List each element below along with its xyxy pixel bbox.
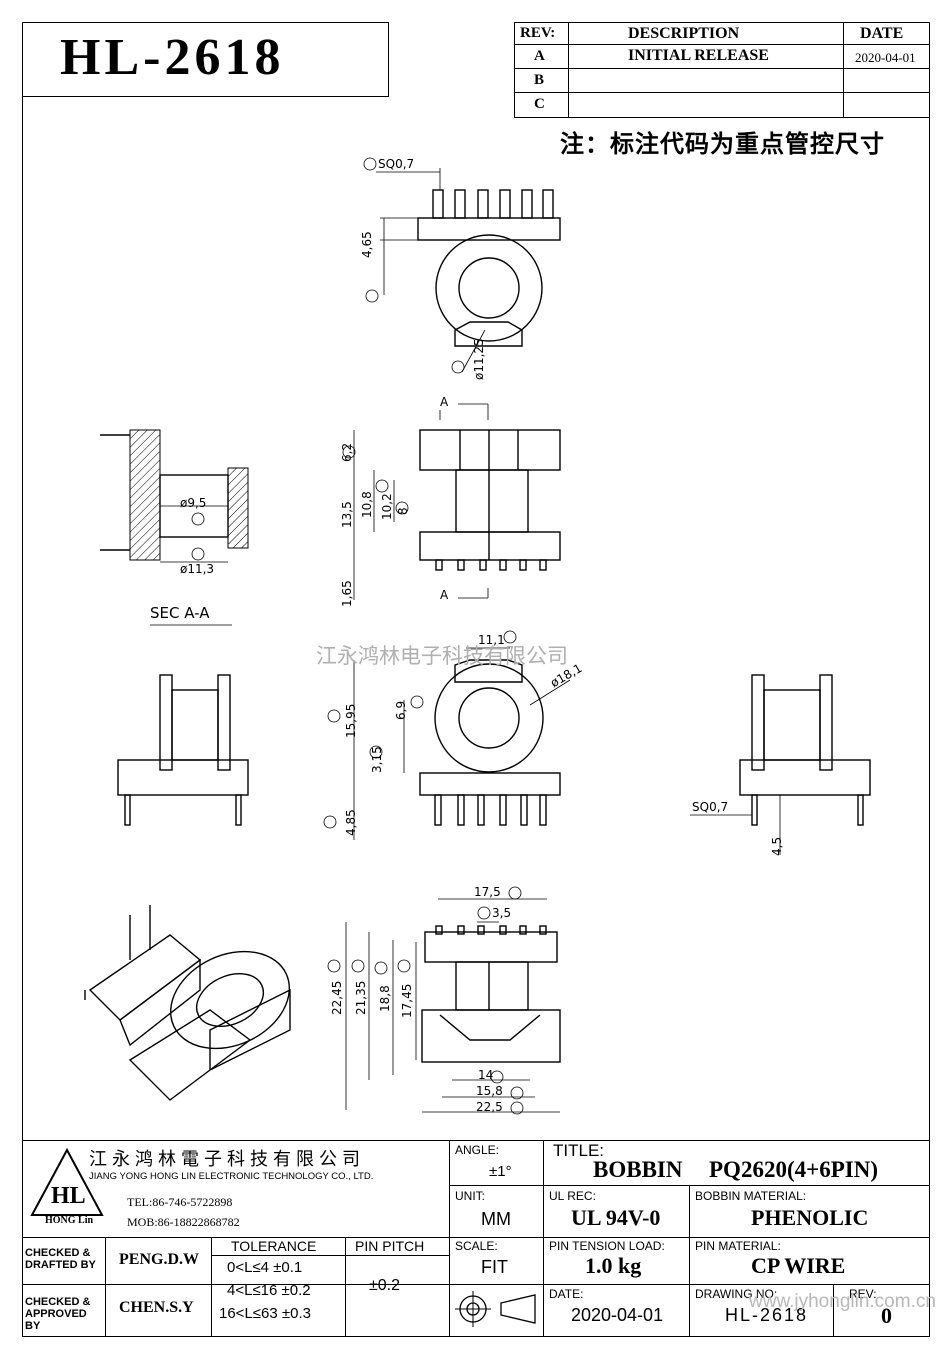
dim-q: 18,8 [378, 985, 392, 1012]
revision-table: REV: DESCRIPTION DATE A INITIAL RELEASE … [514, 22, 930, 118]
dim-l: 6,9 [394, 700, 408, 720]
control-dimension-note: 注：标注代码为重点管控尺寸 [560, 131, 885, 158]
title-block: HL HONG Lin 江永鸿林電子科技有限公司 JIANG YONG HONG… [22, 1140, 936, 1337]
dim-f: 6,2 [340, 442, 354, 462]
dim-m: 11,1 [478, 633, 505, 647]
scale-value: FIT [481, 1257, 508, 1277]
dim-f2: 13,5 [340, 501, 354, 528]
scale-label: SCALE: [455, 1239, 498, 1253]
section-mark-top: A [440, 395, 449, 409]
dim-g: 10,2 [380, 493, 394, 520]
dim-b: 4,65 [360, 231, 374, 258]
right-side-view [690, 674, 871, 855]
angle-label: ANGLE: [455, 1143, 500, 1157]
dim-u: 14 [478, 1068, 494, 1082]
pin-tension-value: 1.0 kg [585, 1253, 642, 1278]
dim-a: SQ0,7 [378, 157, 415, 171]
drawing-no-value: HL-2618 [725, 1305, 809, 1325]
dim-side-len: 4,5 [770, 836, 784, 856]
dim-e: ø11,3 [180, 562, 215, 576]
rev-row-a-date: 2020-04-01 [855, 50, 916, 65]
dim-w: 22,5 [476, 1100, 503, 1114]
rev-label: REV: [849, 1287, 877, 1301]
tolerance-row-1: 0<L≤4 ±0.1 [227, 1259, 303, 1276]
section-a-a-view [100, 429, 249, 626]
title-value-part1: BOBBIN [593, 1157, 683, 1182]
section-mark-bottom: A [440, 588, 449, 602]
ul-value: UL 94V-0 [571, 1205, 661, 1230]
company-logo: HL [30, 1147, 104, 1216]
technical-drawing [84, 157, 871, 1115]
mob: MOB:86-18822868782 [127, 1215, 240, 1229]
pin-material-label: PIN MATERIAL: [695, 1239, 781, 1253]
projection-symbol-icon [455, 1291, 536, 1327]
dim-g2: 10,8 [360, 491, 374, 518]
drawing-frame-left [22, 97, 23, 1337]
part-number-box [22, 22, 389, 97]
pin-tension-label: PIN TENSION LOAD: [549, 1239, 665, 1253]
pin-face-view [327, 886, 561, 1115]
dim-h2: 1,65 [340, 580, 354, 607]
tolerance-row-2: 4<L≤16 ±0.2 [227, 1282, 311, 1299]
drafter-name: PENG.D.W [119, 1251, 199, 1268]
dim-r: 17,45 [400, 983, 414, 1018]
dim-k: 3,15 [370, 746, 384, 773]
angle-value: ±1° [489, 1163, 512, 1180]
drawing-no-label: DRAWING NO: [695, 1287, 778, 1301]
drawing-frame-right [929, 118, 930, 1337]
date-header: DATE [860, 25, 904, 42]
dim-o: 22,45 [330, 980, 344, 1015]
rev-row-c: C [534, 96, 545, 112]
company-name-cn: 江永鸿林電子科技有限公司 [89, 1149, 365, 1169]
unit-label: UNIT: [455, 1189, 485, 1203]
website: www.jyhonglin.com.cn [749, 1291, 936, 1312]
dim-j: 4,85 [344, 809, 358, 836]
front-view [342, 403, 561, 600]
material-label: BOBBIN MATERIAL: [695, 1189, 807, 1203]
company-name-en: JIANG YONG HONG LIN ELECTRONIC TECHNOLOG… [89, 1171, 374, 1182]
checked-drafted-label: CHECKED & DRAFTED BY [25, 1247, 96, 1271]
pin-material-value: CP WIRE [751, 1253, 846, 1278]
tolerance-row-3: 16<L≤63 ±0.3 [219, 1305, 311, 1322]
dim-d: ø9,5 [180, 496, 207, 510]
pin-pitch-value: ±0.2 [369, 1277, 401, 1294]
title-value-part2: PQ2620(4+6PIN) [709, 1157, 878, 1182]
dim-i: 15,95 [344, 703, 358, 738]
approver-name: CHEN.S.Y [119, 1299, 194, 1316]
top-view [363, 157, 561, 374]
part-number: HL-2618 [60, 29, 285, 86]
dim-h: 8 [396, 507, 410, 515]
checked-approved-label: CHECKED & APPROVED BY [25, 1296, 91, 1332]
date-value: 2020-04-01 [571, 1305, 664, 1325]
title-label: TITLE: [553, 1141, 605, 1160]
dim-c: ø11,25 [472, 338, 486, 380]
description-header: DESCRIPTION [628, 25, 740, 42]
material-value: PHENOLIC [751, 1205, 869, 1230]
rev-value: 0 [881, 1303, 892, 1328]
left-side-view [117, 674, 249, 826]
rev-row-a-description: INITIAL RELEASE [628, 47, 769, 64]
dim-s: 17,5 [474, 885, 501, 899]
dim-t: 3,5 [492, 906, 512, 920]
unit-value: MM [481, 1209, 511, 1229]
tolerance-label: TOLERANCE [231, 1238, 317, 1254]
tel: TEL:86-746-5722898 [127, 1195, 233, 1209]
watermark: 江永鸿林电子科技有限公司 [316, 645, 568, 668]
section-label: SEC A-A [150, 604, 210, 622]
isometric-view [84, 905, 291, 1101]
rev-header: REV: [520, 25, 556, 41]
date-label: DATE: [549, 1287, 584, 1301]
dim-p: 21,35 [354, 980, 368, 1015]
bottom-view [323, 630, 571, 840]
logo-subtext: HONG Lin [45, 1215, 94, 1226]
ul-label: UL REC: [549, 1189, 596, 1203]
rev-row-b: B [534, 72, 545, 88]
dim-side-sq: SQ0,7 [692, 800, 729, 814]
dim-v: 15,8 [476, 1084, 503, 1098]
rev-row-a: A [534, 48, 545, 64]
pin-pitch-label: PIN PITCH [355, 1238, 425, 1254]
svg-text:HL: HL [51, 1183, 86, 1209]
